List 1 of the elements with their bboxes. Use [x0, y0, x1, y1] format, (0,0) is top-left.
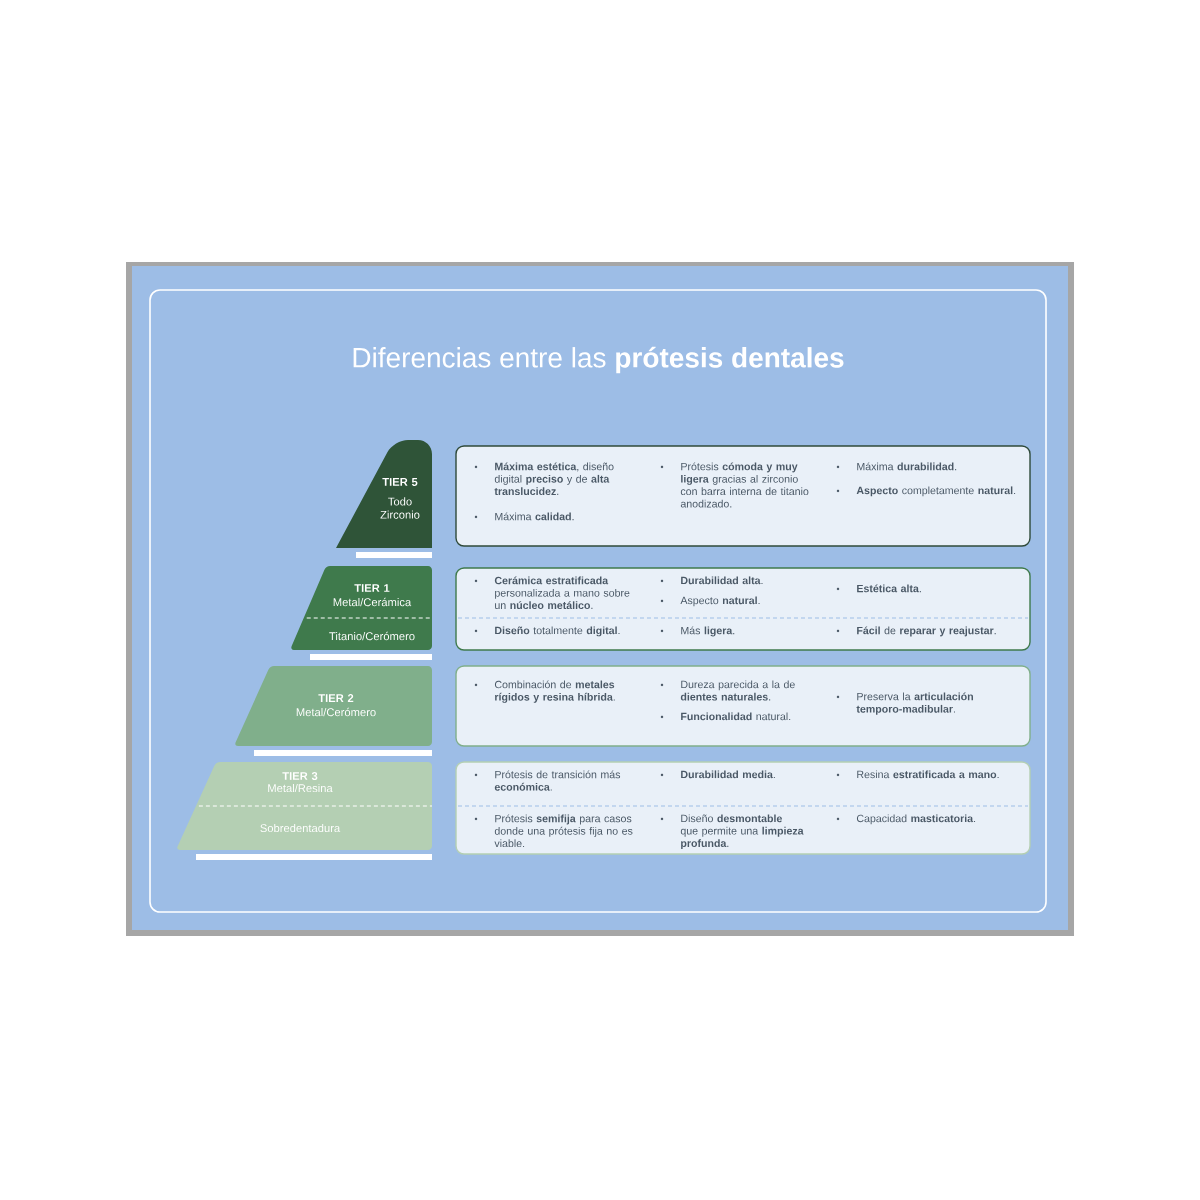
title: Diferencias entre las prótesis dentales — [353, 346, 844, 374]
